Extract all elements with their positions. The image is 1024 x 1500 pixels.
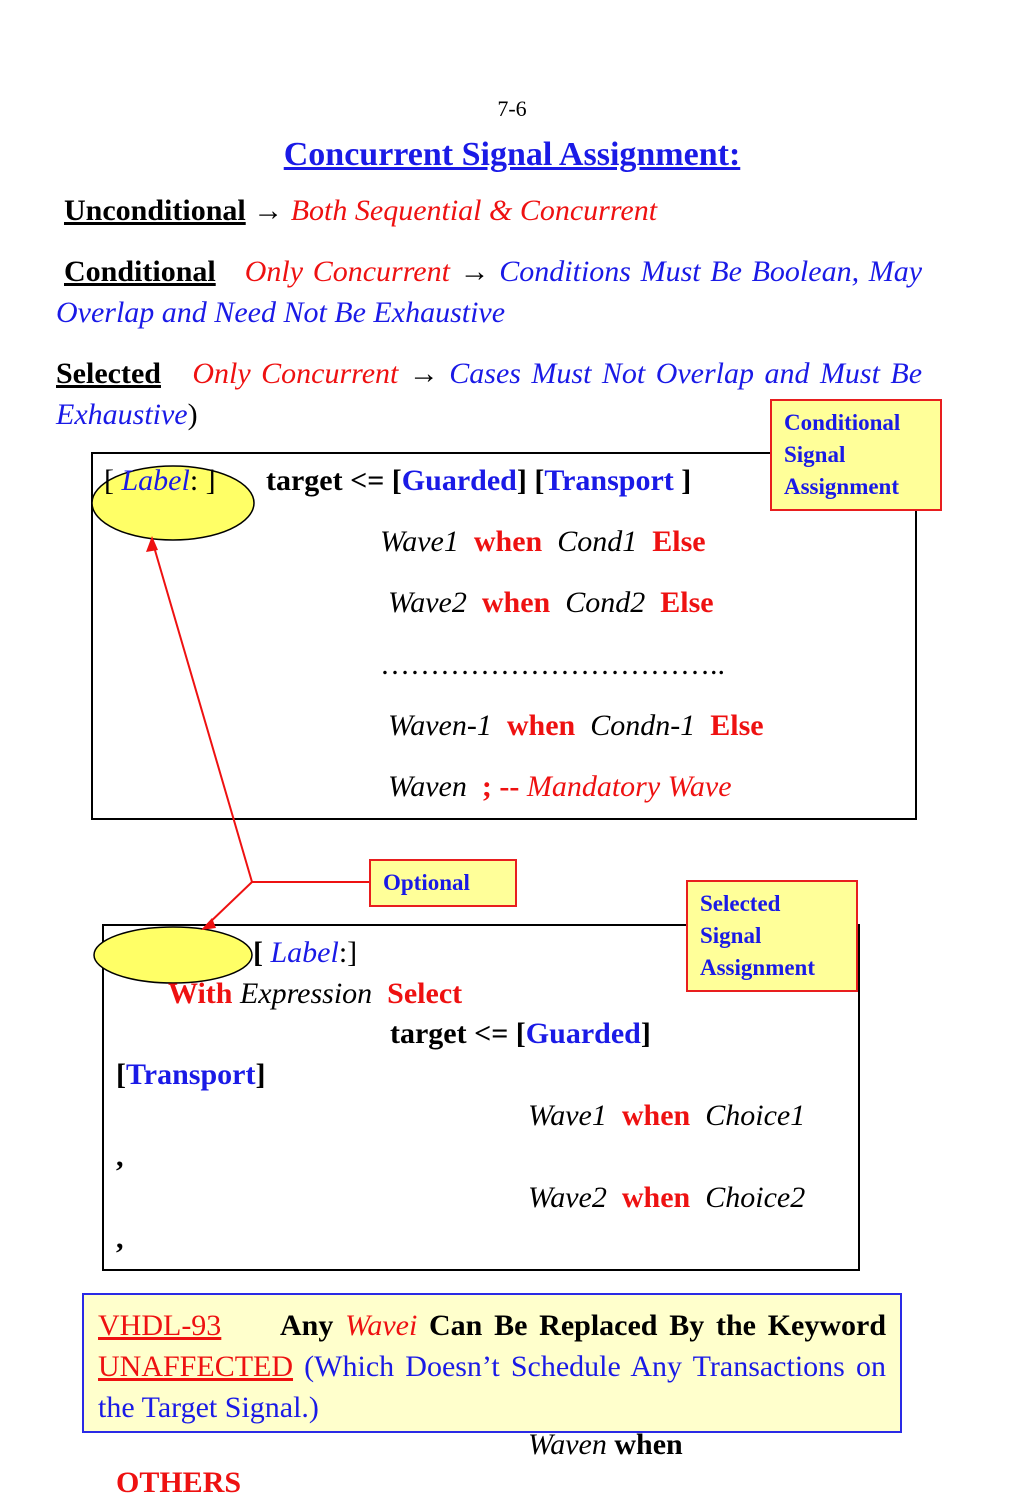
arrow-up-line: [151, 539, 253, 883]
when-keyword: when: [481, 586, 551, 619]
transport-keyword: Transport: [544, 464, 674, 497]
vhdl93-note: VHDL-93 Any Wavei Can Be Replaced By the…: [82, 1293, 902, 1433]
selected-description-1: Cases Must Not Overlap and: [449, 357, 810, 390]
arrow-icon: →: [459, 255, 490, 288]
selected-description-2: Must Be Exhaustive: [56, 357, 923, 431]
with-keyword: With: [168, 977, 233, 1010]
conditional-paragraph: Conditional Only Concurrent → Conditions…: [56, 251, 922, 333]
unaffected-keyword: UNAFFECTED: [98, 1350, 294, 1383]
choice-name: Choice2: [705, 1181, 806, 1214]
sel-row-1: Wave1 when Choice1: [528, 1099, 805, 1133]
selected-callout: Selected Signal Assignment: [686, 880, 858, 992]
bracket-open: [: [253, 936, 263, 969]
when-keyword: when: [614, 1428, 683, 1461]
condition-name: Condn-1: [590, 709, 696, 742]
sel-with-line: With Expression Select: [168, 977, 462, 1011]
bracket-close: ]: [640, 1017, 651, 1050]
wave-name: Wave2: [528, 1181, 607, 1214]
conditional-callout: Conditional Signal Assignment: [770, 399, 942, 511]
arrow-down-line: [205, 881, 253, 927]
target-assign: target <= [: [390, 1017, 526, 1050]
label-keyword: Label: [270, 936, 339, 969]
cond-target-line: target <= [Guarded] [Transport ]: [266, 464, 691, 498]
arrow-icon: →: [253, 194, 284, 227]
selected-paragraph: Selected Only Concurrent → Cases Must No…: [56, 353, 922, 435]
unconditional-label: Unconditional: [64, 194, 246, 227]
expression-name: Expression: [239, 977, 373, 1010]
cond-row-2: Wave2 when Cond2 Else: [388, 586, 714, 620]
sel-transport-line: [Transport]: [116, 1058, 265, 1092]
when-keyword: when: [621, 1181, 691, 1214]
target-assign: target <= [: [266, 464, 402, 497]
close-paren: ): [187, 398, 198, 431]
bracket-end: ]: [673, 464, 692, 497]
label-highlight-2: [93, 926, 253, 984]
sel-comma-1: ,: [116, 1140, 124, 1173]
note-keyword: Keyword: [767, 1309, 887, 1342]
page-title: Concurrent Signal Assignment:: [283, 136, 741, 173]
conditional-label: Conditional: [64, 255, 216, 288]
condition-name: Cond1: [557, 525, 638, 558]
choice-name: Choice1: [705, 1099, 806, 1132]
cond-row-3: Waven-1 when Condn-1 Else: [388, 709, 764, 743]
others-keyword: OTHERS: [116, 1466, 242, 1499]
when-keyword: when: [473, 525, 543, 558]
when-keyword: when: [621, 1099, 691, 1132]
wave-name: Wave1: [528, 1099, 607, 1132]
sel-target-line: target <= [Guarded]: [390, 1017, 651, 1051]
conditional-description-2: Boolean, May Overlap and Need Not Be Exh…: [56, 255, 923, 329]
sel-row-2: Wave2 when Choice2: [528, 1181, 805, 1215]
wave-name: Wave1: [380, 525, 459, 558]
else-keyword: Else: [660, 586, 714, 619]
optional-callout: Optional: [369, 859, 517, 907]
guarded-keyword: Guarded: [401, 464, 517, 497]
else-keyword: Else: [652, 525, 706, 558]
page-number: 7-6: [497, 96, 527, 121]
colon-bracket: : ]: [189, 464, 216, 497]
arrow-down-head: [201, 918, 216, 930]
sel-last-row: Waven when: [528, 1428, 683, 1462]
select-keyword: Select: [387, 977, 463, 1010]
cond-dots: ……………………………..: [380, 648, 725, 681]
when-keyword: when: [506, 709, 576, 742]
note-any: Any: [279, 1309, 334, 1342]
wave-name: Waven-1: [388, 709, 492, 742]
note-wavei: Wavei: [345, 1309, 418, 1342]
unconditional-paragraph: Unconditional → Both Sequential & Concur…: [56, 190, 922, 231]
note-which: (Which Doesn’t Schedule: [304, 1350, 621, 1383]
note-line3: Any Transactions on the Target Signal.): [98, 1350, 886, 1424]
wave-name: Wave2: [388, 586, 467, 619]
wave-name: Waven: [528, 1428, 607, 1461]
arrow-up-head: [146, 536, 158, 552]
transport-keyword: Transport: [126, 1058, 256, 1091]
guarded-keyword: Guarded: [525, 1017, 641, 1050]
bracket-open: [: [116, 1058, 126, 1091]
label-highlight-1: [91, 465, 255, 541]
semicolon-comment: ; --: [481, 770, 520, 803]
colon-bracket: :]: [338, 936, 358, 969]
sel-label-line: [ Label:]: [253, 936, 357, 970]
selected-only: Only Concurrent: [192, 357, 399, 390]
conditional-only: Only Concurrent: [244, 255, 450, 288]
vhdl93-label: VHDL-93: [98, 1309, 222, 1342]
note-replaced: Can Be Replaced By the: [429, 1309, 756, 1342]
bracket-open: [: [104, 464, 114, 497]
conditional-description-1: Conditions Must Be: [499, 255, 742, 288]
sel-comma-2: ,: [116, 1222, 124, 1255]
label-keyword: Label: [121, 464, 190, 497]
unconditional-description: Both Sequential & Concurrent: [290, 194, 658, 227]
wave-name: Waven: [388, 770, 467, 803]
condition-name: Cond2: [565, 586, 646, 619]
cond-last-row: Waven ; -- Mandatory Wave: [388, 770, 732, 804]
cond-row-1: Wave1 when Cond1 Else: [380, 525, 706, 559]
else-keyword: Else: [710, 709, 764, 742]
mandatory-comment: Mandatory Wave: [526, 770, 732, 803]
cond-code-line-1: [ Label: ]: [104, 464, 216, 498]
bracket-mid: ] [: [516, 464, 545, 497]
bracket-close: ]: [255, 1058, 266, 1091]
arrow-icon: →: [408, 357, 439, 390]
selected-label: Selected: [56, 357, 161, 390]
